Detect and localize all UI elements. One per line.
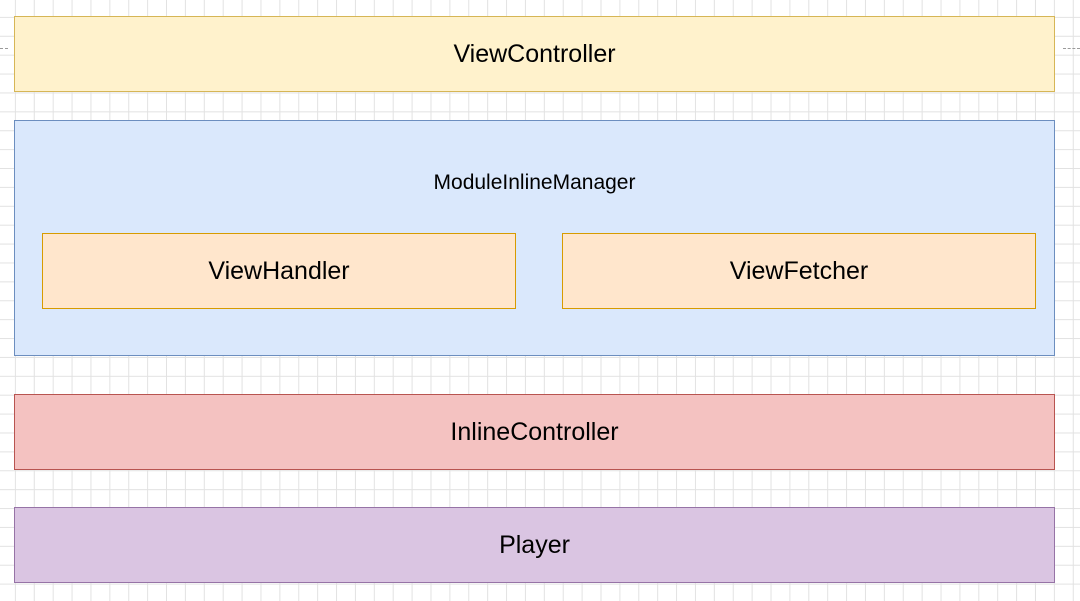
page-boundary-right	[1063, 48, 1080, 49]
inline-controller-block[interactable]: InlineController	[14, 394, 1055, 470]
player-label: Player	[499, 530, 570, 559]
view-fetcher-label: ViewFetcher	[729, 256, 869, 285]
inline-controller-label: InlineController	[450, 417, 619, 446]
view-controller-block[interactable]: ViewController	[14, 16, 1055, 92]
view-handler-label: ViewHandler	[208, 256, 350, 285]
module-inline-manager-label: ModuleInlineManager	[433, 171, 636, 194]
page-boundary-left	[0, 48, 8, 49]
view-fetcher-block[interactable]: ViewFetcher	[562, 233, 1036, 309]
view-controller-label: ViewController	[453, 39, 616, 68]
view-handler-block[interactable]: ViewHandler	[42, 233, 516, 309]
player-block[interactable]: Player	[14, 507, 1055, 583]
